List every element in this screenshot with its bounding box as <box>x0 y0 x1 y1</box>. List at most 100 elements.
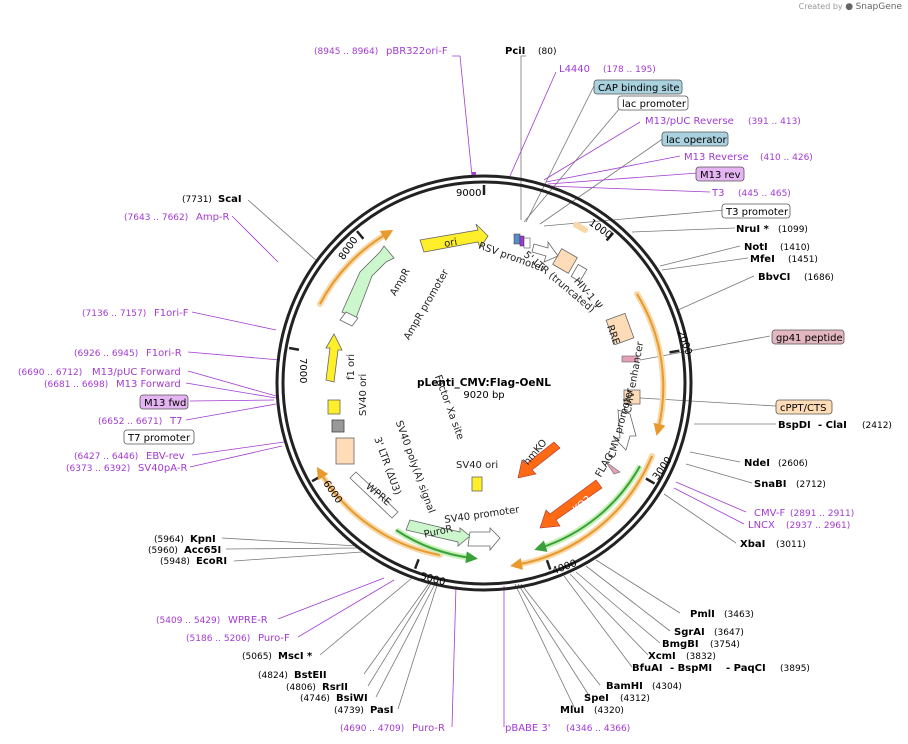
site-pmli[interactable]: PmlI <box>690 609 715 620</box>
primer-ebv-rev[interactable]: EBV-rev <box>146 451 185 462</box>
svg-text:(3463): (3463) <box>724 610 754 620</box>
watermark-brand-icon: ● <box>845 2 854 12</box>
site-bspmi[interactable]: - BspMI <box>670 663 712 674</box>
svg-text:(5948): (5948) <box>160 557 190 567</box>
restriction-sites-right: PciI (80) NruI * (1099) NotI (1410) MfeI… <box>505 46 892 716</box>
site-mfei[interactable]: MfeI <box>750 254 775 265</box>
site-xbai[interactable]: XbaI <box>740 539 765 550</box>
site-sgrai[interactable]: SgrAI <box>674 627 705 638</box>
primer-f1ori-r[interactable]: F1ori-R <box>146 348 182 359</box>
primer-t3[interactable]: T3 <box>711 188 724 199</box>
primer-t7[interactable]: T7 <box>169 416 182 427</box>
t3-cluster-shape <box>523 237 531 249</box>
label-cmv-enhancer: CMV enhancer <box>623 340 647 414</box>
primer-puro-f[interactable]: Puro-F <box>258 633 290 644</box>
box-m13-fwd[interactable]: M13 fwd <box>139 394 189 410</box>
primer-cmv-f[interactable]: CMV-F <box>754 508 785 519</box>
primer-amp-r[interactable]: Amp-R <box>196 212 230 223</box>
tick-mark <box>605 232 615 242</box>
primer-lncx[interactable]: LNCX <box>748 520 775 531</box>
green-arrows <box>395 465 641 564</box>
box-lac-operator[interactable]: lac operator <box>661 131 729 147</box>
primer-m13-forward[interactable]: M13 Forward <box>116 379 181 390</box>
site-bfuai[interactable]: BfuAI <box>632 663 663 674</box>
box-cap-binding-site[interactable]: CAP binding site <box>593 79 683 95</box>
svg-text:(391 .. 413): (391 .. 413) <box>748 117 801 127</box>
site-ndei[interactable]: NdeI <box>744 458 770 469</box>
tick-mark <box>645 477 656 485</box>
site-nrui[interactable]: NruI * <box>736 224 770 235</box>
site-pasi[interactable]: PasI <box>370 705 393 716</box>
label-sv40-ori-inner: SV40 ori <box>456 460 498 471</box>
site-bsiwi[interactable]: BsiWI <box>336 693 368 704</box>
primer-sv40pa-r[interactable]: SV40pA-R <box>138 463 187 474</box>
primer-m13-puc-reverse[interactable]: M13/pUC Reverse <box>645 116 734 127</box>
primer-puro-r[interactable]: Puro-R <box>412 723 445 734</box>
primer-m13-reverse[interactable]: M13 Reverse <box>684 152 749 163</box>
site-bbvci[interactable]: BbvCI <box>758 272 790 283</box>
tick-mark <box>356 230 365 240</box>
svg-text:(3011): (3011) <box>776 540 806 550</box>
box-m13-rev[interactable]: M13 rev <box>695 166 745 182</box>
ampr-promoter-shape <box>339 311 359 327</box>
site-noti[interactable]: NotI <box>744 242 768 253</box>
puror-shape <box>405 519 471 547</box>
box-gp41-peptide[interactable]: gp41 peptide <box>771 329 845 345</box>
primer-l4440[interactable]: L4440 <box>559 64 590 75</box>
site-msci[interactable]: MscI * <box>278 651 313 662</box>
box-lac-promoter[interactable]: lac promoter <box>617 95 689 111</box>
site-bamhi[interactable]: BamHI <box>606 681 643 692</box>
svg-text:(178 .. 195): (178 .. 195) <box>603 65 656 75</box>
site-bsteii[interactable]: BstEII <box>294 670 327 681</box>
svg-text:cPPT/CTS: cPPT/CTS <box>780 403 826 414</box>
primer-m13-puc-forward[interactable]: M13/pUC Forward <box>92 367 181 378</box>
watermark-prefix: Created by <box>798 2 843 11</box>
tick-2000: 2000 <box>675 329 694 357</box>
tick-5000: 5000 <box>419 571 446 588</box>
label-ampr: AmpR <box>388 267 412 298</box>
primer-pbr322ori-f[interactable]: pBR322ori-F <box>386 46 448 57</box>
tick-mark <box>545 559 552 570</box>
backbone-inner <box>281 180 687 586</box>
box-cppt-cts[interactable]: cPPT/CTS <box>775 399 833 415</box>
site-acc65i[interactable]: Acc65I <box>184 545 221 556</box>
watermark-brand: SnapGene <box>855 2 902 12</box>
site-mlui[interactable]: MluI <box>560 705 584 716</box>
svg-text:(4346 .. 4366): (4346 .. 4366) <box>566 724 630 734</box>
site-rsrii[interactable]: RsrII <box>322 682 348 693</box>
ltr-3-shape <box>335 437 355 465</box>
label-sv40-promoter: SV40 promoter <box>444 504 521 526</box>
primer-pbabe-3[interactable]: pBABE 3' <box>505 723 551 734</box>
primer-wpre-r[interactable]: WPRE-R <box>228 615 268 626</box>
svg-text:(6652 .. 6671): (6652 .. 6671) <box>98 417 162 427</box>
tick-7000: 7000 <box>297 358 308 383</box>
site-spei[interactable]: SpeI <box>584 693 609 704</box>
primer-f1ori-f[interactable]: F1ori-F <box>154 308 189 319</box>
rsv-promoter-shape <box>531 240 559 263</box>
label-f1-ori: f1 ori <box>346 354 357 380</box>
site-scai[interactable]: ScaI <box>218 194 242 205</box>
site-pcii[interactable]: PciI <box>505 46 525 57</box>
site-bmgbi[interactable]: BmgBI <box>662 639 699 650</box>
site-xcmi[interactable]: XcmI <box>648 651 676 662</box>
hmko-shape <box>517 441 561 479</box>
wpre-shape <box>349 471 399 519</box>
site-clai[interactable]: - ClaI <box>818 420 847 431</box>
svg-text:(1451): (1451) <box>788 255 818 265</box>
box-t7-promoter[interactable]: T7 promoter <box>123 429 195 445</box>
site-kpni[interactable]: KpnI <box>190 534 216 545</box>
m13-cluster-shape <box>519 235 525 247</box>
svg-text:gp41 peptide: gp41 peptide <box>776 333 843 344</box>
svg-text:(3647): (3647) <box>714 628 744 638</box>
gp41-shape <box>621 355 639 363</box>
site-paqci[interactable]: - PaqCI <box>726 663 766 674</box>
lac-cluster-shape <box>513 233 521 245</box>
svg-text:(5065): (5065) <box>242 652 272 662</box>
backbone-outer <box>275 174 693 592</box>
site-bspdi[interactable]: BspDI <box>778 420 811 431</box>
site-snabi[interactable]: SnaBI <box>754 479 786 490</box>
site-ecori[interactable]: EcoRI <box>196 556 227 567</box>
svg-text:(2937 .. 2961): (2937 .. 2961) <box>786 521 850 531</box>
box-t3-promoter[interactable]: T3 promoter <box>721 203 791 219</box>
